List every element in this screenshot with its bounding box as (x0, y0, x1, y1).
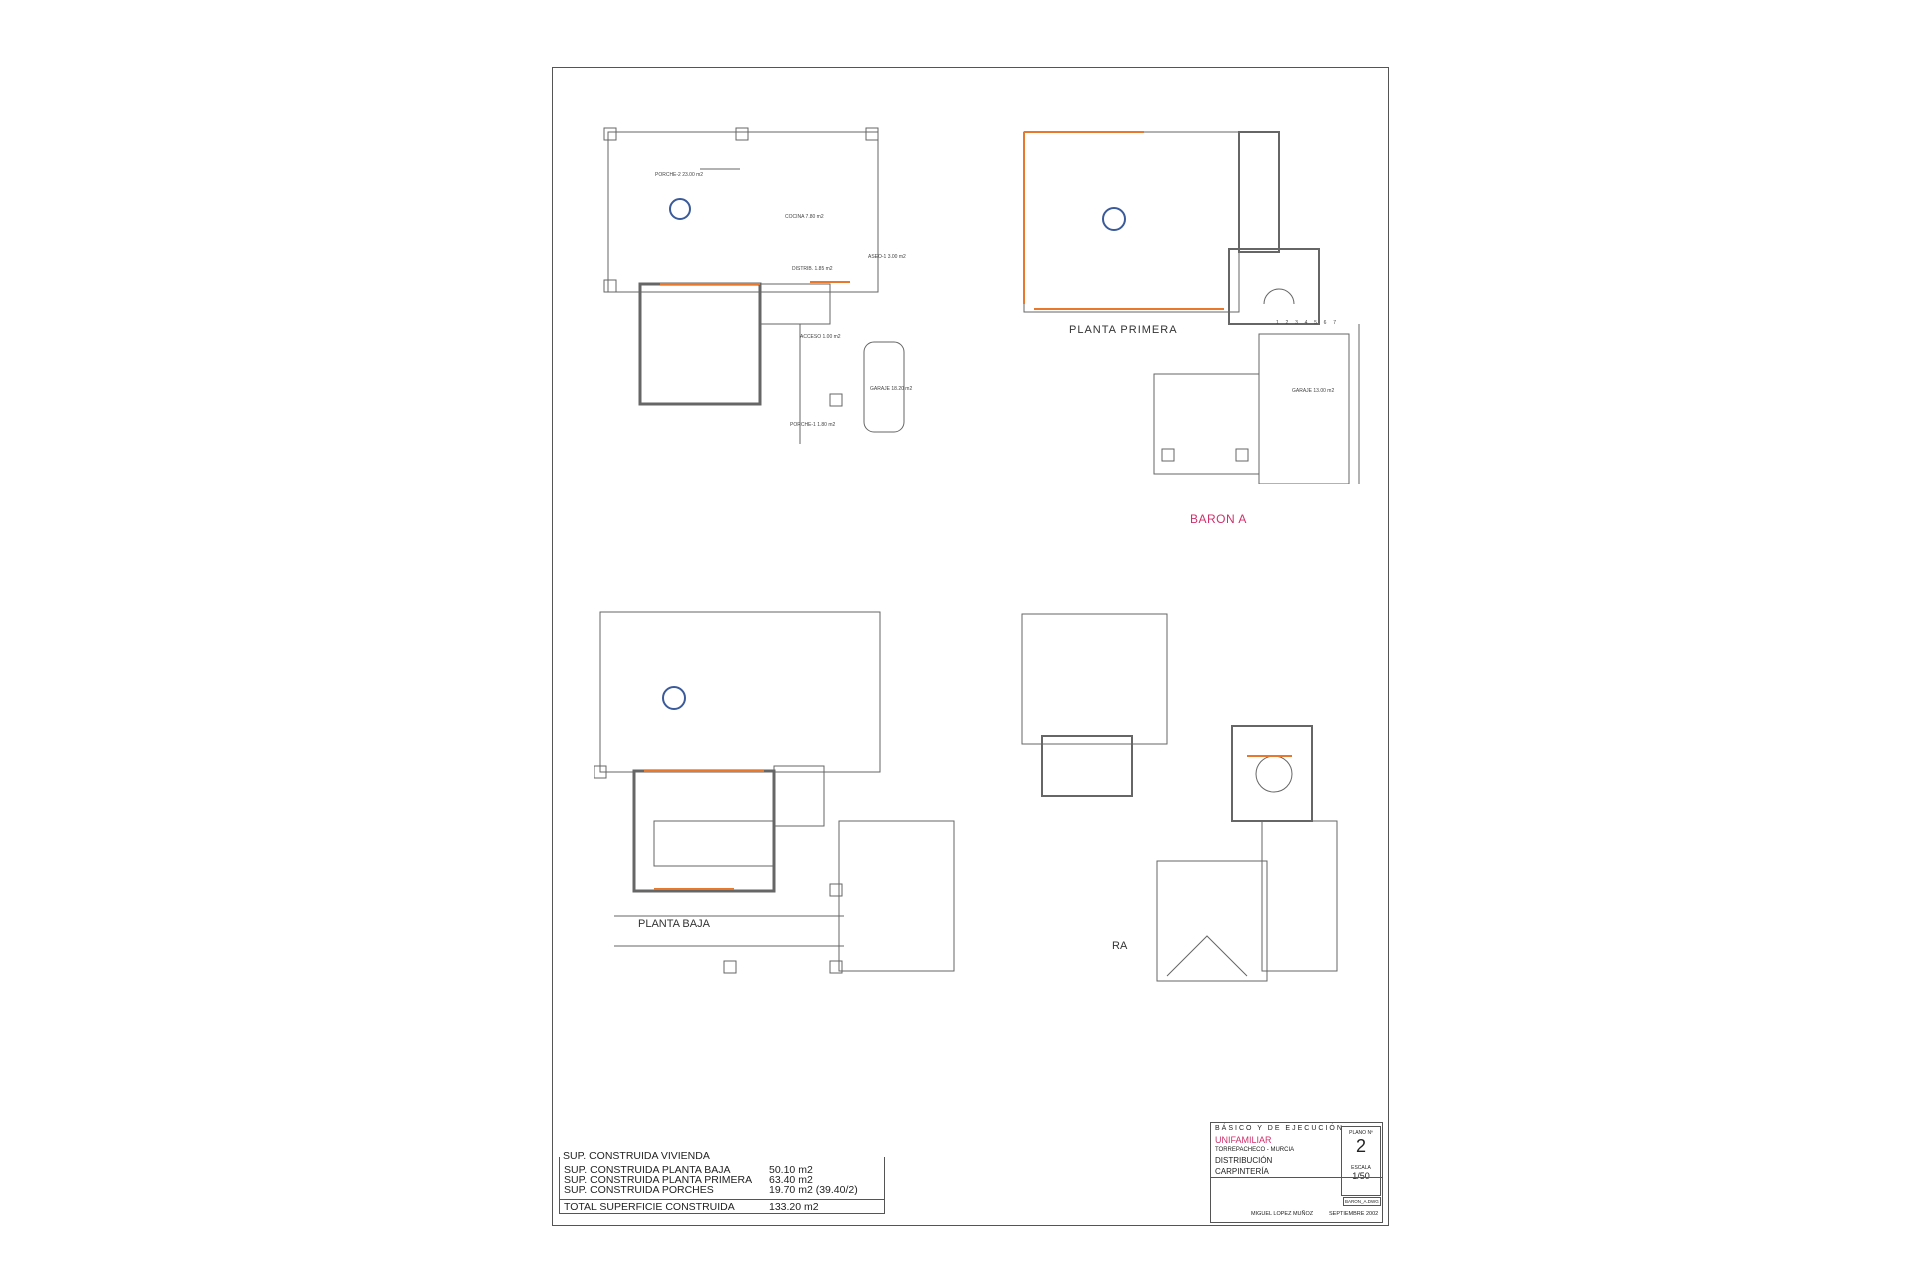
room-label: ASEO-1 3.00 m2 (868, 254, 906, 260)
file-ref: BARON_A.DWG (1343, 1197, 1381, 1206)
step-number: 4 (1304, 320, 1308, 326)
total-label: TOTAL SUPERFICIE CONSTRUIDA (564, 1201, 735, 1213)
step-number: 7 (1333, 320, 1336, 326)
floor-plan-first-dimensioned: RA (1012, 606, 1352, 984)
row-value: 19.70 m2 (39.40/2) (769, 1184, 858, 1196)
plan-title: PLANTA PRIMERA (1069, 324, 1178, 336)
escala-label: ESCALA (1351, 1165, 1371, 1171)
project-name: UNIFAMILIAR (1215, 1135, 1272, 1145)
room-label: PORCHE-2 23.00 m2 (655, 172, 704, 178)
plan-drawing (593, 611, 955, 974)
row-label: SUP. CONSTRUIDA PLANTA BAJA (564, 1164, 731, 1176)
step-number: 5 (1314, 320, 1317, 326)
title-heading: BÁSICO Y DE EJECUCIÓN (1215, 1125, 1344, 1132)
room-label: ACCESO 1.00 m2 (800, 334, 841, 340)
plano-label: PLANO Nº (1349, 1130, 1373, 1136)
step-number: 3 (1295, 320, 1298, 326)
table-total-row: TOTAL SUPERFICIE CONSTRUIDA 133.20 m2 (560, 1199, 884, 1212)
surface-table: SUP. CONSTRUIDA VIVIENDA SUP. CONSTRUIDA… (559, 1151, 885, 1214)
room-label: GARAJE 13.00 m2 (1292, 388, 1335, 394)
table-header: SUP. CONSTRUIDA VIVIENDA (563, 1151, 713, 1161)
plan-title: RA (1112, 940, 1128, 952)
plan-drawing (1021, 613, 1338, 982)
project-address: TORREPACHECO - MURCIA (1215, 1147, 1295, 1153)
row-label: SUP. CONSTRUIDA PORCHES (564, 1184, 714, 1196)
row-label: SUP. CONSTRUIDA PLANTA PRIMERA (564, 1174, 753, 1186)
author: MIGUEL LOPEZ MUÑOZ (1251, 1211, 1314, 1217)
drawing-subtitle: CARPINTERÍA (1215, 1167, 1269, 1176)
plano-value: 2 (1355, 1136, 1366, 1156)
room-label: GARAJE 18.20 m2 (870, 386, 913, 392)
step-number: 6 (1323, 320, 1327, 326)
plan-drawing (1023, 131, 1360, 485)
plan-number-box: PLANO Nº 2 ESCALA 1/50 (1341, 1126, 1381, 1196)
plan-title: PLANTA BAJA (638, 918, 710, 930)
plan-drawing (603, 127, 905, 444)
step-number: 1 (1276, 320, 1279, 326)
room-label: COCINA 7.80 m2 (785, 214, 824, 220)
room-label: DISTRIB. 1.85 m2 (792, 266, 833, 272)
step-number: 2 (1285, 320, 1289, 326)
row-value: 50.10 m2 (769, 1164, 813, 1176)
title-block: BÁSICO Y DE EJECUCIÓN UNIFAMILIAR TORREP… (1210, 1122, 1383, 1223)
escala-value: 1/50 (1352, 1171, 1370, 1181)
drawing-sheet (552, 67, 1389, 1226)
drawing-title: DISTRIBUCIÓN (1215, 1156, 1273, 1165)
date: SEPTIEMBRE 2002 (1329, 1211, 1379, 1217)
table-row: SUP. CONSTRUIDA PORCHES 19.70 m2 (39.40/2… (560, 1184, 884, 1196)
room-label: PORCHE-1 1.80 m2 (790, 422, 836, 428)
stamp-label: BARON A (1190, 512, 1247, 526)
floor-plan-ground-dimensioned: PLANTA BAJA (593, 606, 960, 978)
total-value: 133.20 m2 (769, 1201, 819, 1213)
table-row: SUP. CONSTRUIDA PLANTA BAJA 50.10 m2 (560, 1164, 884, 1176)
table-row: SUP. CONSTRUIDA PLANTA PRIMERA 63.40 m2 (560, 1174, 884, 1186)
row-value: 63.40 m2 (769, 1174, 813, 1186)
floor-plan-ground-furnished: PORCHE-2 23.00 m2 COCINA 7.80 m2 ASEO-1 … (600, 124, 915, 454)
